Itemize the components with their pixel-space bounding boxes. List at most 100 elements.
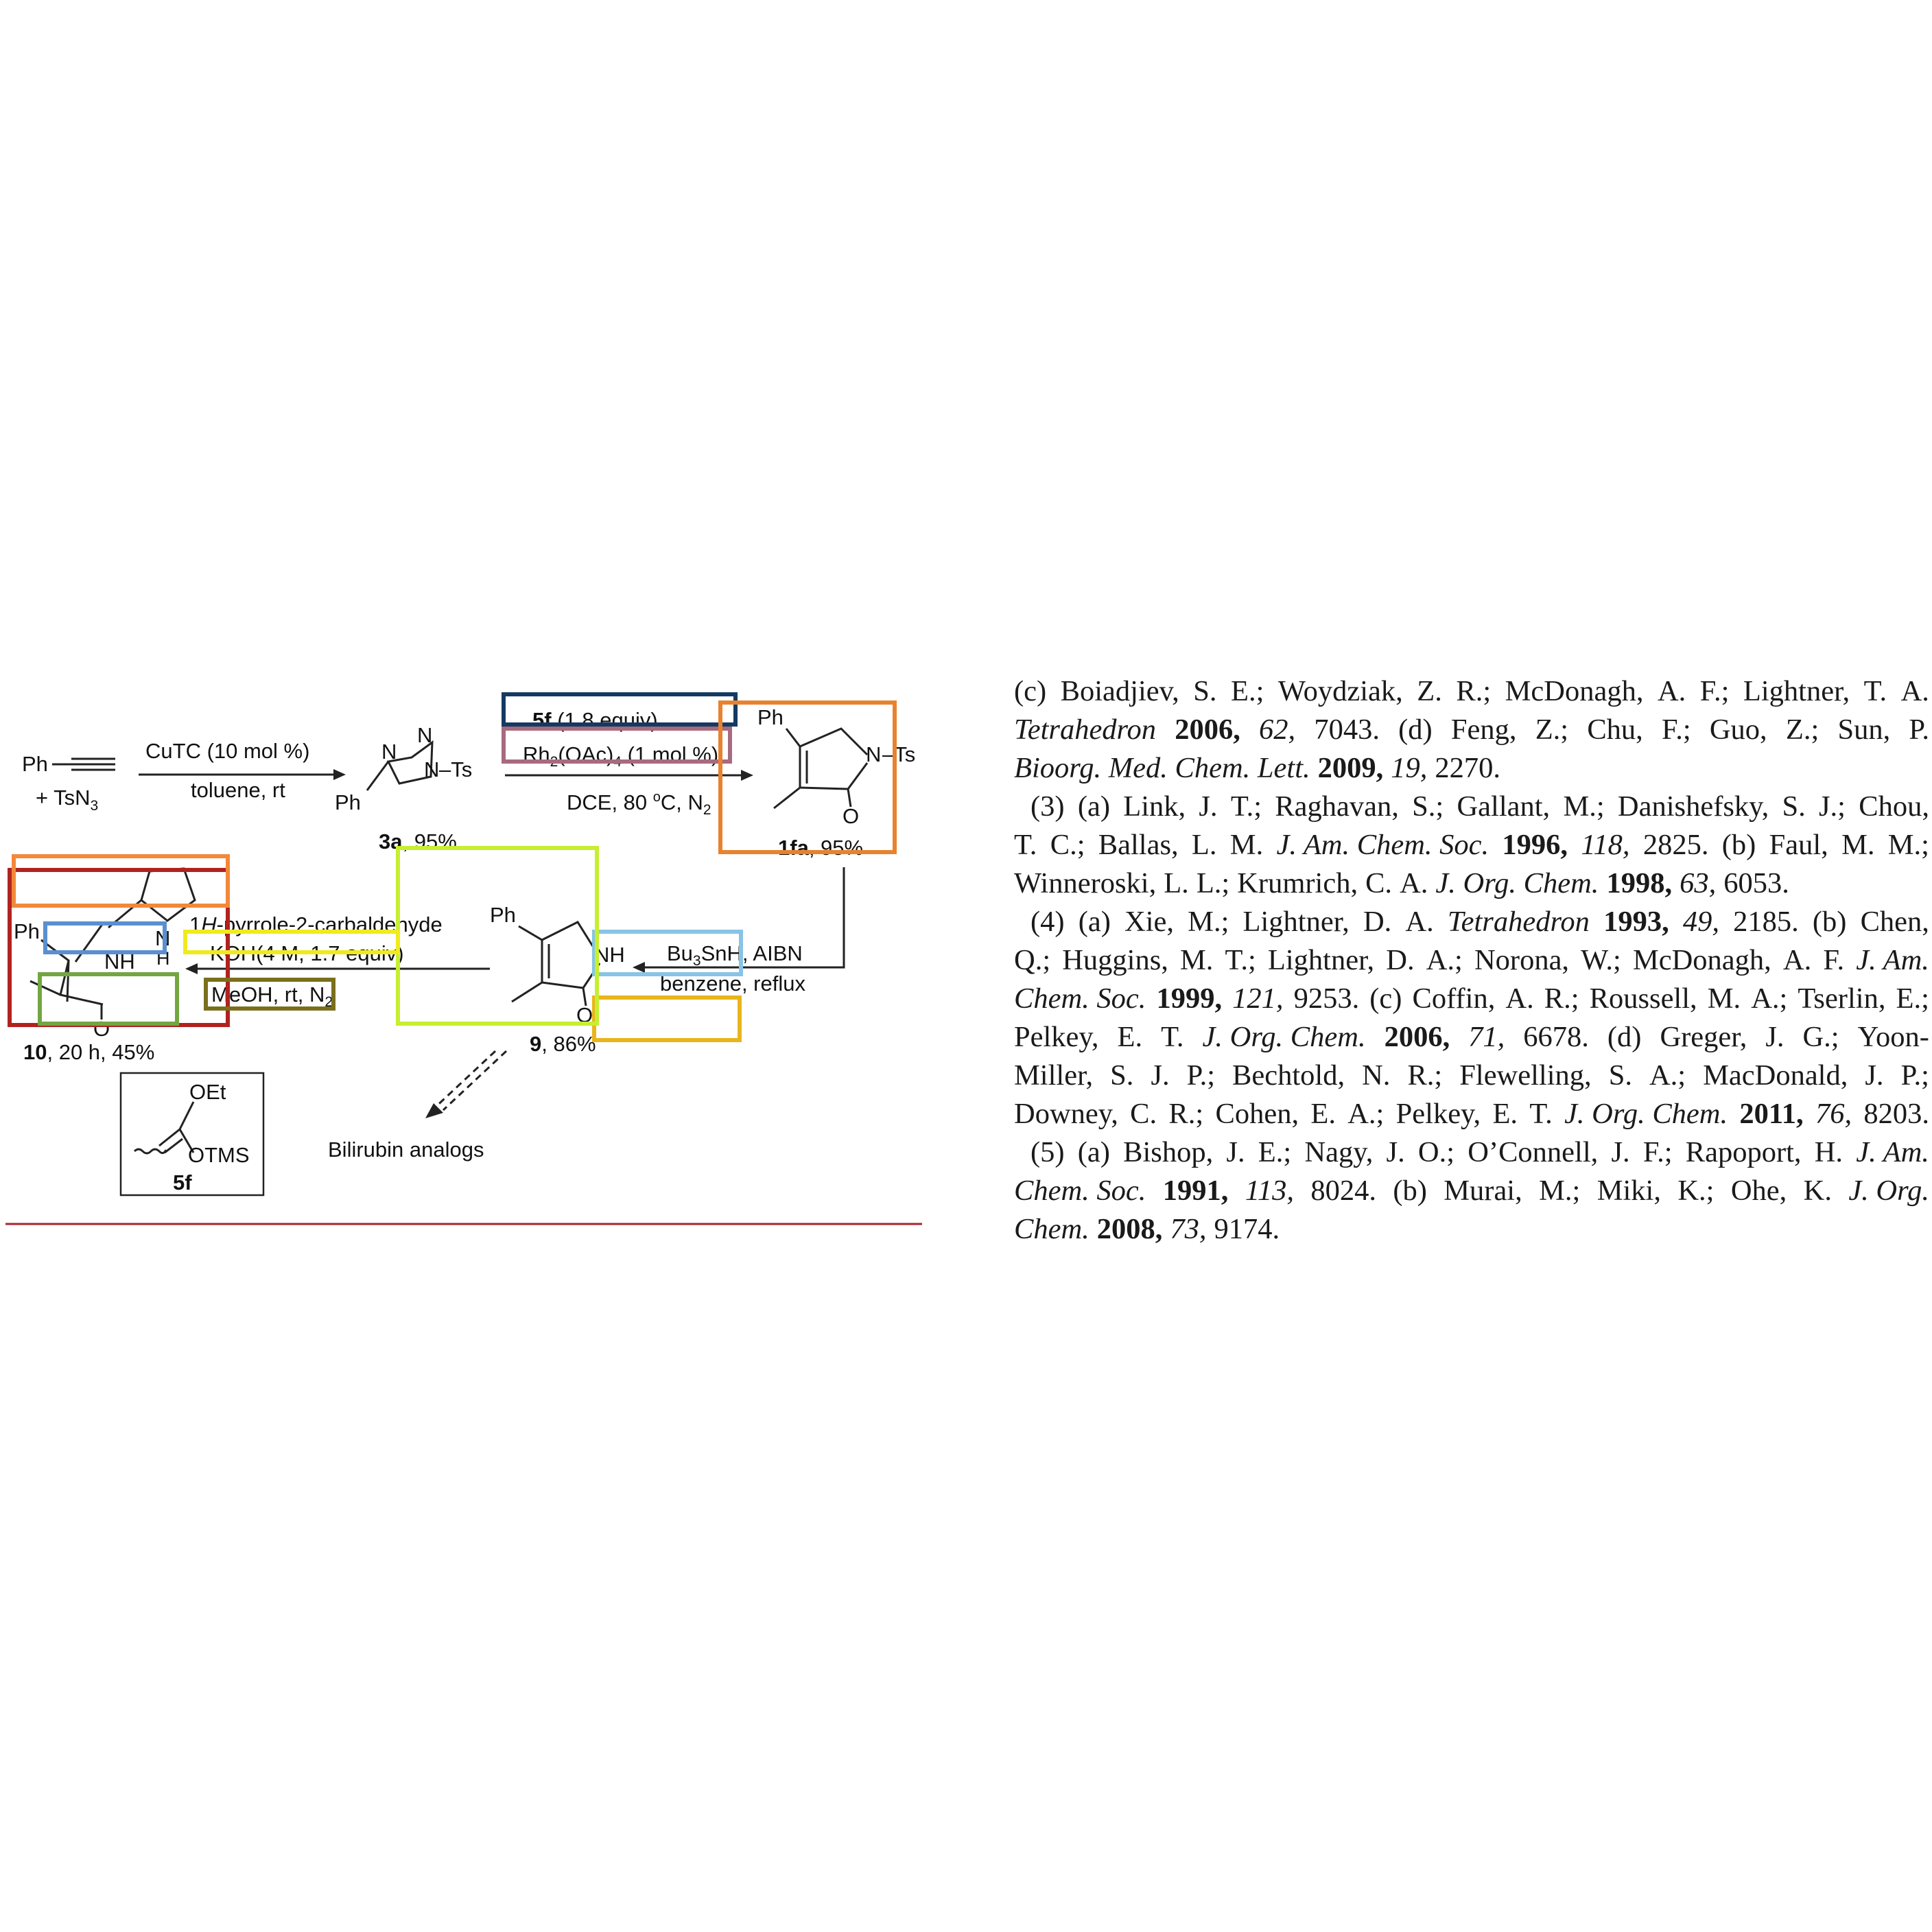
dashed-arrow-1 xyxy=(431,1050,497,1111)
reference-word: 2006, xyxy=(1384,1021,1450,1053)
reference-word: Winneroski, xyxy=(1014,867,1157,899)
reference-word: Z.; xyxy=(1535,714,1569,746)
reference-word: 1999, xyxy=(1156,982,1223,1015)
svg-text:Ph: Ph xyxy=(335,790,361,814)
reference-word: S. xyxy=(1608,1059,1632,1092)
reference-line: Chem. Soc.1999,121,9253.(c)Coffin,A.R.;R… xyxy=(1014,980,1929,1018)
reference-word: Bechtold, xyxy=(1232,1059,1345,1092)
reference-word: Miki, xyxy=(1597,1175,1661,1207)
reference-word: Guo, xyxy=(1709,714,1767,746)
highlight-box-rh xyxy=(502,727,732,764)
reference-word: S. xyxy=(1193,675,1217,707)
reference-line: Chem.2008,73,9174. xyxy=(1014,1210,1929,1243)
reference-word: Cohen, xyxy=(1215,1098,1299,1130)
reference-word: T. xyxy=(1161,1021,1184,1053)
reference-word: 6053. xyxy=(1723,867,1789,899)
reference-word: J. xyxy=(1151,1059,1170,1092)
reference-word: Feng, xyxy=(1450,714,1517,746)
reference-word: Boiadjiev, xyxy=(1060,675,1179,707)
reference-word: Krumrich, xyxy=(1237,867,1358,899)
highlight-box-10 xyxy=(8,868,230,1027)
reference-word: J.; xyxy=(1819,790,1846,823)
reference-word: 9174. xyxy=(1214,1213,1280,1243)
reference-word: W.; xyxy=(1581,944,1621,976)
reference-word: Chem. xyxy=(1014,1213,1089,1243)
reference-word: Chem. Soc. xyxy=(1014,982,1146,1015)
reference-word: T. xyxy=(1529,1098,1553,1130)
reference-word: Downey, xyxy=(1014,1098,1118,1130)
reference-word: J. xyxy=(1611,1136,1630,1168)
reference-word: (d) xyxy=(1607,1021,1642,1053)
reference-word: Yoon- xyxy=(1857,1021,1929,1053)
reference-word: P.; xyxy=(1186,1059,1215,1092)
reference-word: J. Am. xyxy=(1856,944,1929,976)
reference-word: H. xyxy=(1814,1136,1843,1168)
reference-word: (4) xyxy=(1030,906,1065,938)
reference-word: Q.; xyxy=(1014,944,1051,976)
reference-word: O’Connell, xyxy=(1468,1136,1599,1168)
reference-word: Sun, xyxy=(1837,714,1891,746)
reference-word: D. xyxy=(1363,906,1392,938)
reference-word: E. xyxy=(1310,1098,1336,1130)
reference-word: 2825. xyxy=(1642,829,1709,861)
reference-word: M.; xyxy=(1887,829,1929,861)
reference-word: (c) xyxy=(1369,982,1402,1015)
reagent-5f-box xyxy=(119,1072,265,1197)
reference-word: T.; xyxy=(1225,944,1256,976)
lactam-1fa: Ph N –Ts O xyxy=(757,705,915,828)
reference-word: 1993, xyxy=(1603,906,1669,938)
reference-word: N. xyxy=(1362,1059,1391,1092)
reference-word: A. xyxy=(1657,675,1686,707)
reference-word: Pelkey, xyxy=(1014,1021,1099,1053)
svg-text:NH: NH xyxy=(594,943,625,967)
reference-word: E. xyxy=(1492,1098,1518,1130)
reference-word: Huggins, xyxy=(1062,944,1168,976)
reference-word: Ballas, xyxy=(1098,829,1179,861)
reference-word: L. xyxy=(1164,867,1189,899)
reference-word: Tetrahedron xyxy=(1447,906,1590,938)
reference-word: M.; xyxy=(1563,790,1605,823)
svg-text:Ph: Ph xyxy=(757,705,784,729)
reference-word: T.; xyxy=(1230,790,1262,823)
reference-word: Z.; xyxy=(1785,714,1819,746)
reference-word: J. Am. Chem. Soc. xyxy=(1276,829,1489,861)
reference-word: J. xyxy=(1386,1136,1405,1168)
references-column: (c)Boiadjiev,S.E.;Woydziak,Z.R.;McDonagh… xyxy=(1014,672,1929,1243)
reference-word: 2185. xyxy=(1733,906,1799,938)
highlight-box-below-9 xyxy=(592,996,742,1042)
reference-word: K. xyxy=(1803,1175,1832,1207)
reference-word: (a) xyxy=(1077,1136,1110,1168)
reference-word: A.; xyxy=(1426,944,1463,976)
svg-text:–Ts: –Ts xyxy=(882,742,915,766)
reference-word: K.; xyxy=(1677,1175,1715,1207)
reference-word: Danishefsky, xyxy=(1617,790,1769,823)
tosyl-azide: + TsN3 xyxy=(36,786,98,814)
reference-word: Ohe, xyxy=(1730,1175,1787,1207)
label-9: 9, 86% xyxy=(530,1032,596,1056)
reference-word: (5) xyxy=(1030,1136,1065,1168)
reference-word: 71, xyxy=(1468,1021,1505,1053)
svg-text:–Ts: –Ts xyxy=(439,757,472,781)
reference-word: 19, xyxy=(1391,752,1428,784)
reference-word: 9253. xyxy=(1293,982,1360,1015)
reference-word: Xie, xyxy=(1124,906,1175,938)
svg-text:N: N xyxy=(866,742,881,766)
reference-word: C. xyxy=(1130,1098,1157,1130)
reference-line: (5)(a)Bishop,J.E.;Nagy,J.O.;O’Connell,J.… xyxy=(1014,1133,1929,1172)
reference-word: 1991, xyxy=(1162,1175,1229,1207)
reference-word: M. xyxy=(1841,829,1875,861)
highlight-box-5f xyxy=(502,692,738,727)
step2-conditions-bottom: DCE, 80 oC, N2 xyxy=(567,790,711,818)
reference-word: (a) xyxy=(1077,790,1110,823)
reference-word: A. xyxy=(1505,982,1534,1015)
reference-word: 7043. xyxy=(1314,714,1380,746)
reference-line: (c)Boiadjiev,S.E.;Woydziak,Z.R.;McDonagh… xyxy=(1014,672,1929,711)
reference-word: Gallant, xyxy=(1457,790,1551,823)
reference-word: 2270. xyxy=(1435,752,1501,784)
reference-word: 2008, xyxy=(1096,1213,1163,1243)
arrow-step2-head xyxy=(741,770,753,781)
reference-word: 2009, xyxy=(1317,752,1384,784)
reference-word: Lightner, xyxy=(1242,906,1350,938)
